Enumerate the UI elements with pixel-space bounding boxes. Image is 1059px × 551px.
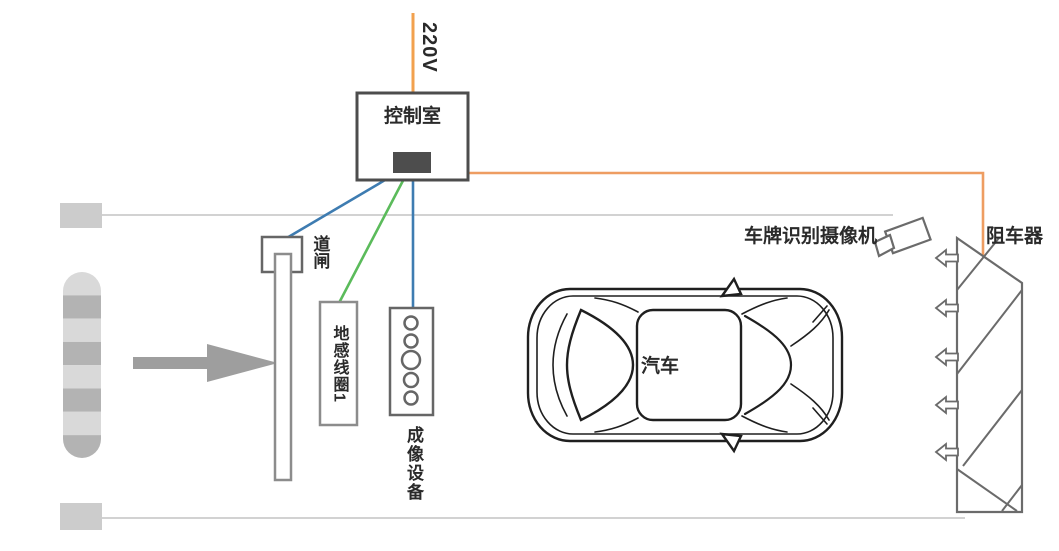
ground-coil-label: 地感线圈1	[320, 302, 357, 425]
car-icon	[526, 276, 844, 454]
imaging-device-box	[388, 306, 435, 417]
blocker-arrow	[934, 347, 959, 367]
ground-coil-label-text: 地感线圈1	[330, 324, 348, 403]
control-room-connector-block	[393, 152, 431, 173]
blocker-arrow	[934, 248, 959, 268]
vehicle-blocker-label: 阻车器	[986, 226, 1044, 247]
control-room-label: 控制室	[383, 106, 441, 127]
blocker-arrow	[934, 298, 959, 318]
curb-marker-bottom	[60, 503, 102, 530]
plate-camera-label: 车牌识别摄像机	[744, 226, 878, 247]
entry-direction-arrow	[133, 344, 278, 382]
blocker-arrow	[934, 395, 959, 415]
car-label: 汽车	[641, 356, 680, 377]
signal-line-to-gate	[284, 171, 398, 241]
vehicle-blocker-shape	[934, 235, 1024, 514]
barrier-gate-arm	[273, 252, 293, 482]
signal-line-to-coil	[337, 172, 409, 304]
power-label: 220V	[418, 22, 440, 73]
ground-coil-box	[318, 300, 359, 427]
camera-icon	[873, 216, 932, 258]
signal-line-to-blocker	[428, 171, 985, 255]
blocker-arrow	[934, 442, 959, 462]
speed-bump-stripes	[63, 272, 101, 458]
imaging-device-label: 成像设备	[404, 426, 423, 502]
curb-marker-top	[60, 203, 102, 228]
barrier-gate-label: 道闸	[310, 235, 330, 269]
